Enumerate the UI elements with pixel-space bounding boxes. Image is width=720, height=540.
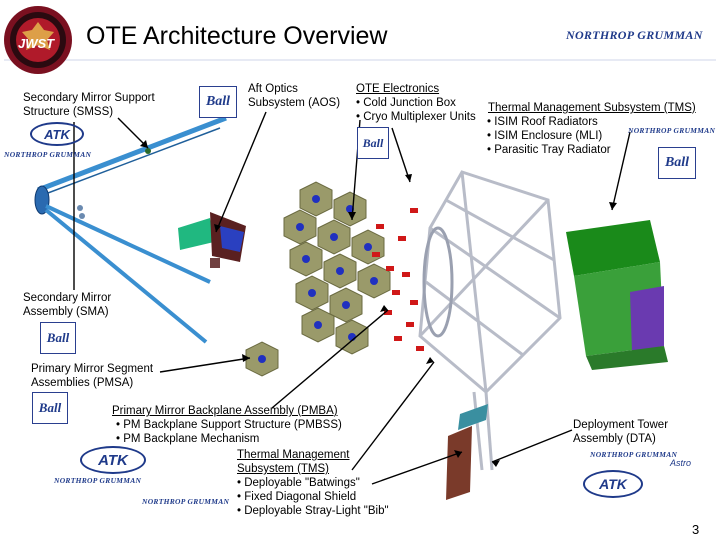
segment-actuators-icon <box>258 195 378 363</box>
tms-bottom-label: Thermal Management Subsystem (TMS) Deplo… <box>237 448 389 518</box>
sma-label: Secondary Mirror Assembly (SMA) <box>23 292 112 318</box>
page-title: OTE Architecture Overview <box>86 22 388 50</box>
isim-radiator-icon <box>566 220 668 370</box>
arrowheads <box>140 140 617 467</box>
dta-label: Deployment Tower Assembly (DTA) <box>573 419 669 445</box>
northrop-grumman-logo-header: NORTHROP GRUMMAN <box>566 28 703 42</box>
atk-logo-smss: ATK <box>30 122 84 146</box>
ote-electronics-boxes-icon <box>372 208 424 351</box>
northrop-logo-pmba: NORTHROP GRUMMAN <box>54 476 142 485</box>
primary-mirror-segments-icon <box>245 181 391 377</box>
page-number: 3 <box>692 522 700 537</box>
pmsa-label: Primary Mirror Segment Assemblies (PMSA) <box>31 363 154 389</box>
northrop-logo-tms: NORTHROP GRUMMAN <box>628 126 716 135</box>
tms-batwing-icon <box>446 404 488 500</box>
sma-disk-icon <box>34 185 50 215</box>
aos-label: Aft Optics Subsystem (AOS) <box>248 83 341 109</box>
smss-strut-icon <box>37 115 227 197</box>
ball-logo-tms: Ball <box>658 147 696 179</box>
aos-icon <box>178 212 246 268</box>
jwst-seal-icon <box>4 6 72 74</box>
ball-logo-pmsa: Ball <box>32 392 68 424</box>
pmba-label: Primary Mirror Backplane Assembly (PMBA)… <box>112 404 342 446</box>
smss-label: Secondary Mirror Support Structure (SMSS… <box>23 92 155 118</box>
backplane-frame-icon <box>418 170 562 471</box>
ball-logo-aos: Ball <box>199 86 237 118</box>
tms-top-items: ISIM Roof Radiators ISIM Enclosure (MLI)… <box>487 115 610 157</box>
atk-logo-dta: ATK <box>583 470 643 498</box>
jwst-seal-text: JWST <box>18 36 55 51</box>
ball-logo-electronics: Ball <box>357 127 389 159</box>
ote-electronics-label: OTE Electronics Cold Junction Box Cryo M… <box>356 82 476 124</box>
astro-logo: Astro <box>670 458 692 468</box>
northrop-logo-dta: NORTHROP GRUMMAN <box>590 450 678 459</box>
tms-top-title: Thermal Management Subsystem (TMS) <box>488 102 696 114</box>
northrop-logo-smss: NORTHROP GRUMMAN <box>4 150 92 159</box>
atk-logo-pmba: ATK <box>80 446 146 474</box>
ball-logo-sma: Ball <box>40 322 76 354</box>
northrop-logo-tms-bottom: NORTHROP GRUMMAN <box>142 497 230 506</box>
